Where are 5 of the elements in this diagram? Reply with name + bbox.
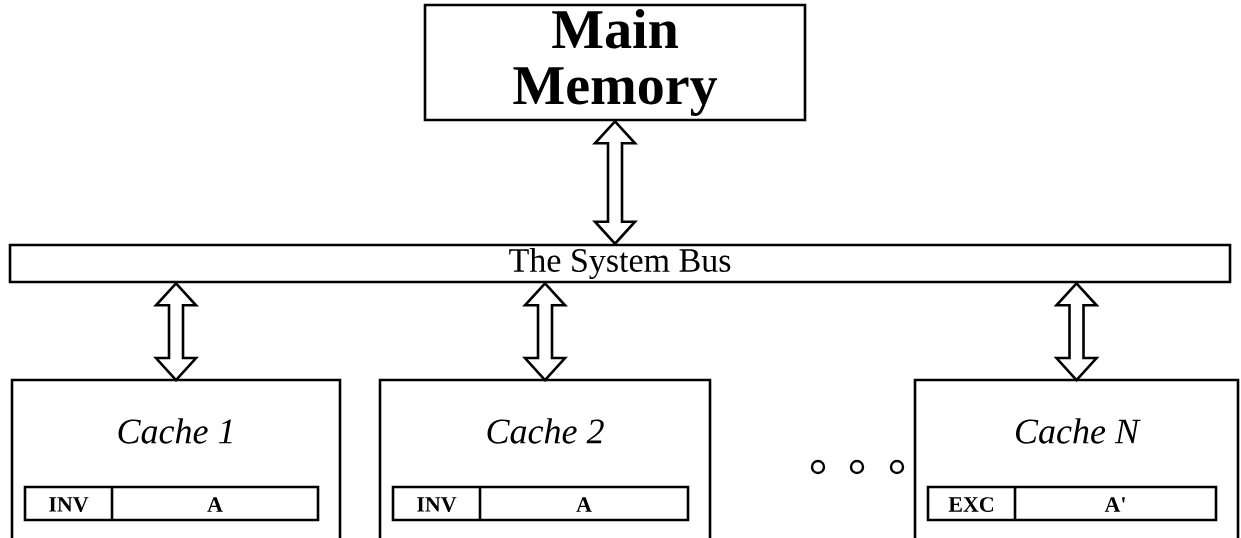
memory-box: Main Memory [423, 3, 807, 122]
cache-line: INV A [391, 485, 690, 522]
bus-bar: The System Bus [8, 243, 1232, 284]
cache-line: EXC A' [926, 485, 1218, 522]
cache-line: INV A [23, 485, 320, 522]
